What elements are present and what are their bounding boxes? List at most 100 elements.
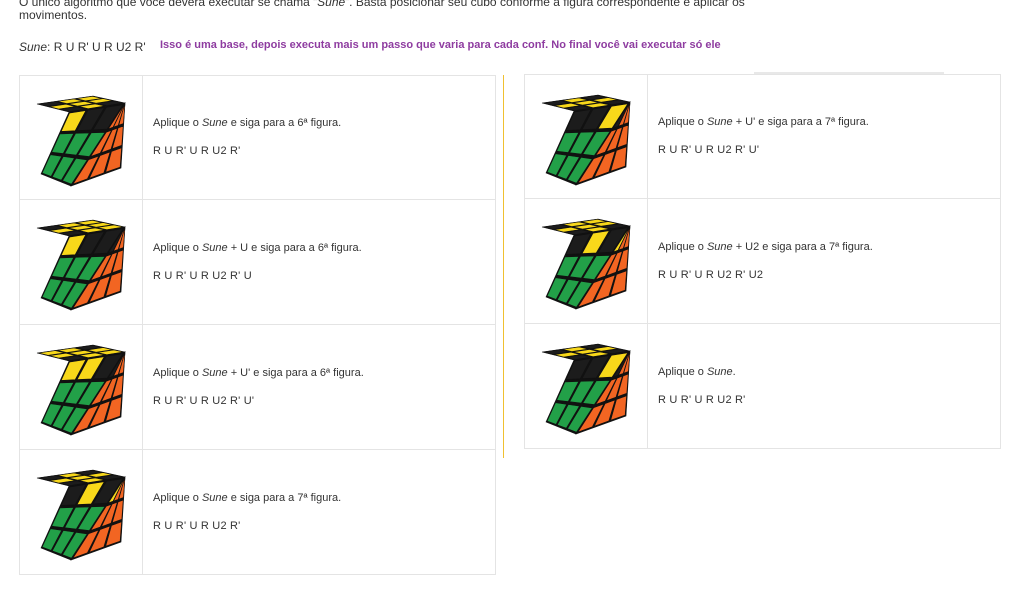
- cube-image: [541, 343, 631, 435]
- front-sticker: [51, 280, 75, 305]
- right-sticker: [72, 404, 100, 434]
- move-sequence: R U R' U R U2 R': [153, 519, 241, 532]
- instruction-pre: Aplique o: [658, 116, 707, 128]
- top-sticker: [68, 100, 94, 106]
- instruction-cell: Aplique o Sune + U' e siga para a 6ª fig…: [143, 325, 364, 449]
- top-sticker: [86, 472, 113, 478]
- instruction-post: + U e siga para a 6ª figura.: [227, 241, 362, 254]
- instruction-text: Aplique o Sune e siga para a 6ª figura.: [153, 117, 341, 130]
- case-row: Aplique o Sune + U e siga para a 6ª figu…: [20, 200, 496, 325]
- front-sticker: [51, 382, 75, 403]
- sune-formula: Sune: R U R' U R U2 R': [19, 40, 146, 54]
- right-sticker: [88, 525, 111, 553]
- top-sticker: [76, 344, 102, 351]
- formula-alg-name: Sune: [19, 40, 48, 54]
- right-sticker: [100, 501, 118, 528]
- front-sticker: [77, 506, 106, 531]
- front-sticker: [546, 402, 568, 425]
- front-sticker: [92, 478, 124, 505]
- right-sticker: [72, 529, 100, 559]
- top-sticker: [591, 221, 618, 227]
- front-sticker: [546, 152, 568, 176]
- top-sticker: [49, 227, 76, 234]
- cube-cell: [525, 199, 648, 323]
- top-sticker: [38, 475, 65, 481]
- front-sticker: [62, 531, 88, 559]
- front-sticker: [569, 131, 595, 154]
- top-sticker: [573, 99, 599, 105]
- front-sticker: [77, 256, 106, 281]
- front-sticker: [597, 227, 629, 254]
- front-sticker: [77, 131, 106, 157]
- intro-text-after: ”. Basta posicionar seu cubo conforme a …: [19, 0, 745, 22]
- front-sticker: [60, 484, 87, 506]
- top-sticker: [543, 99, 570, 106]
- right-sticker: [616, 248, 629, 273]
- front-sticker: [76, 231, 105, 255]
- instruction-cell: Aplique o Sune + U2 e siga para a 7ª fig…: [648, 199, 873, 323]
- instruction-alg: Sune: [201, 491, 228, 504]
- front-sticker: [62, 281, 88, 309]
- right-sticker: [100, 127, 118, 153]
- move-sequence: R U R' U R U2 R' U': [153, 394, 255, 407]
- right-sticker: [610, 145, 627, 172]
- right-sticker: [616, 124, 629, 148]
- front-sticker: [565, 108, 592, 131]
- cube-cell: [20, 450, 143, 574]
- top-sticker: [562, 221, 589, 227]
- right-sticker: [605, 126, 623, 152]
- top-sticker: [86, 222, 113, 228]
- right-sticker: [577, 278, 605, 308]
- top-sticker: [581, 218, 607, 225]
- case-row: Aplique o Sune e siga para a 6ª figura. …: [20, 76, 496, 200]
- top-sticker: [573, 349, 599, 355]
- instruction-alg: Sune: [201, 117, 228, 129]
- cube-image: [36, 219, 126, 311]
- cube-image: [36, 344, 126, 436]
- top-sticker: [57, 98, 84, 104]
- right-sticker: [72, 279, 100, 309]
- instruction-text: Aplique o Sune.: [658, 366, 745, 379]
- intro-text-before: O único algoritmo que você deverá execut…: [19, 0, 318, 9]
- intro-alg-name: Sune: [317, 0, 346, 9]
- cube-cell: [20, 200, 143, 324]
- instruction-text: Aplique o Sune + U2 e siga para a 7ª fig…: [658, 241, 873, 254]
- front-sticker: [76, 356, 105, 380]
- right-sticker: [593, 274, 616, 302]
- front-sticker: [51, 405, 75, 430]
- top-sticker: [49, 477, 76, 484]
- instruction-alg: Sune: [706, 365, 733, 378]
- instruction-pre: Aplique o: [153, 117, 202, 129]
- front-sticker: [556, 154, 580, 180]
- front-sticker: [51, 257, 75, 278]
- front-sticker: [546, 277, 568, 300]
- cases-table-left: Aplique o Sune e siga para a 6ª figura. …: [19, 75, 496, 575]
- instruction-cell: Aplique o Sune e siga para a 6ª figura. …: [143, 76, 341, 199]
- front-sticker: [41, 153, 63, 177]
- right-sticker: [89, 503, 113, 531]
- right-sticker: [105, 521, 122, 547]
- front-sticker: [64, 256, 90, 280]
- instruction-cell: Aplique o Sune e siga para a 7ª figura. …: [143, 450, 341, 574]
- front-sticker: [64, 132, 90, 155]
- instruction-text: Aplique o Sune + U' e siga para a 6ª fig…: [153, 367, 364, 380]
- front-sticker: [62, 157, 88, 184]
- right-sticker: [118, 352, 126, 375]
- top-sticker: [543, 224, 570, 230]
- right-sticker: [594, 252, 618, 280]
- instruction-pre: Aplique o: [658, 365, 707, 378]
- right-sticker: [577, 403, 605, 433]
- top-sticker: [57, 347, 84, 353]
- move-sequence: R U R' U R U2 R' U: [153, 269, 252, 282]
- cube-image: [36, 95, 126, 187]
- right-sticker: [111, 374, 124, 399]
- right-sticker: [88, 275, 111, 303]
- cube-cell: [525, 75, 648, 198]
- front-sticker: [565, 358, 592, 380]
- top-sticker: [562, 97, 589, 103]
- right-sticker: [111, 249, 124, 274]
- front-sticker: [60, 109, 87, 132]
- instruction-alg: Sune: [706, 116, 733, 128]
- top-sticker: [68, 225, 94, 231]
- instruction-post: e siga para a 6ª figura.: [227, 117, 342, 129]
